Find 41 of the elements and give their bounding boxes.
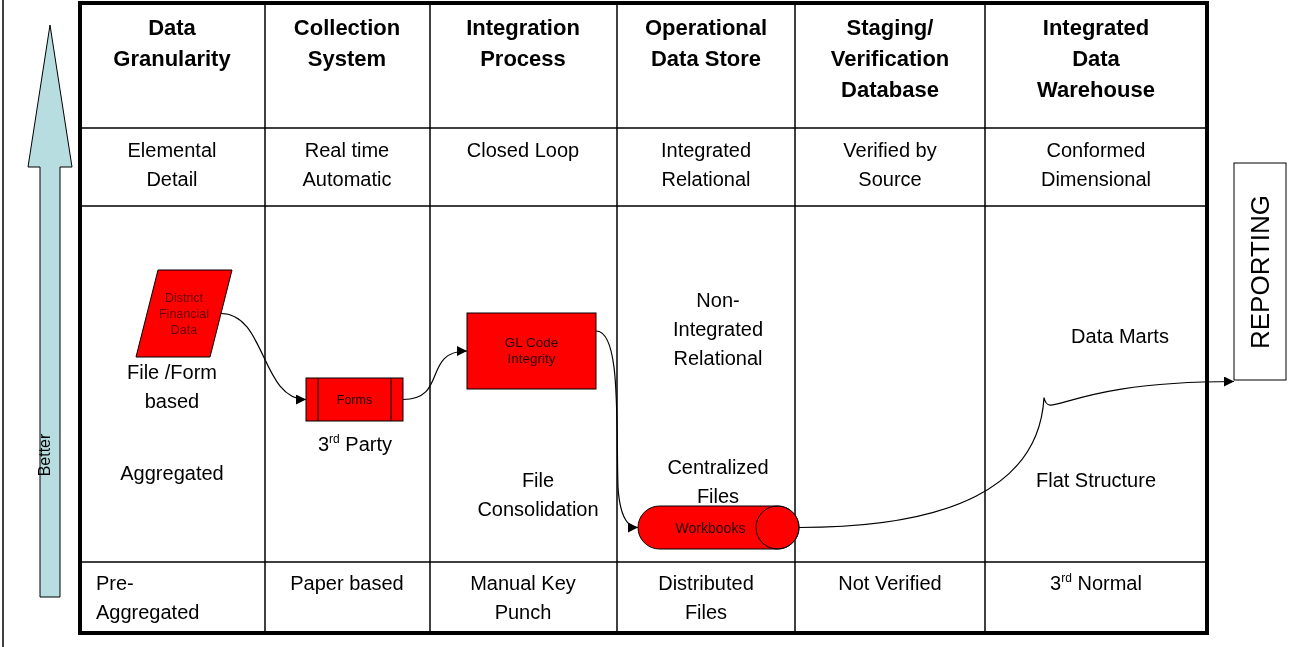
node-label: District Financial Data xyxy=(158,289,210,338)
table-cell-text: Conformed Dimensional xyxy=(1039,138,1153,192)
table-cell-text: 3$^{rd}$ Party xyxy=(316,430,393,457)
table-cell-text: Centralized Files xyxy=(666,455,770,509)
table-cell-text: Data Marts xyxy=(1070,324,1170,349)
column-header: Staging/ Verification Database xyxy=(829,14,951,104)
table-cell-text: Elemental Detail xyxy=(126,138,218,192)
table-cell-text: Closed Loop xyxy=(465,138,581,163)
table-cell-text: Manual Key Punch xyxy=(469,571,577,625)
node-label: REPORTING xyxy=(1245,194,1275,349)
storage-cylinder xyxy=(638,506,799,549)
connector-arrow xyxy=(798,376,1235,529)
process-box xyxy=(467,313,596,389)
table-cell-text: Not Verified xyxy=(837,571,943,596)
table-cell-text: Integrated Relational xyxy=(659,138,753,192)
column-header: Integration Process xyxy=(465,14,581,73)
table-cell-text: Verified by Source xyxy=(842,138,938,192)
column-header: Operational Data Store xyxy=(643,14,769,73)
table-cell-text: Real time Automatic xyxy=(301,138,393,192)
table-cell-text: Paper based xyxy=(289,571,405,596)
table-cell-text: Aggregated xyxy=(119,461,225,486)
data-parallelogram xyxy=(136,270,232,357)
table-cell-text: Non-Integrated Relational xyxy=(671,288,765,371)
node-label: GL Code Integrity xyxy=(503,335,560,367)
connector-arrow xyxy=(402,347,468,401)
table-cell-text: Distributed Files xyxy=(657,571,755,625)
table-cell-text: Flat Structure xyxy=(1034,468,1157,493)
node-label: Forms xyxy=(336,391,373,408)
axis-label: Better xyxy=(35,433,55,477)
node-label: Workbooks xyxy=(675,519,746,536)
predefined-process-box xyxy=(306,378,403,421)
table-cell-text: File /Form based xyxy=(126,360,218,414)
column-header: Integrated Data Warehouse xyxy=(1036,14,1156,104)
column-header: Data Granularity xyxy=(112,14,232,73)
connector-arrow xyxy=(595,330,639,532)
table-cell-text: File Consolidation xyxy=(476,468,600,522)
table-cell-text: Pre-Aggregated xyxy=(96,571,201,625)
connector-arrow xyxy=(220,312,307,403)
column-header: Collection System xyxy=(292,14,402,73)
table-cell-text: 3$^{rd}$ Normal xyxy=(1049,569,1143,596)
output-box xyxy=(1234,163,1286,380)
